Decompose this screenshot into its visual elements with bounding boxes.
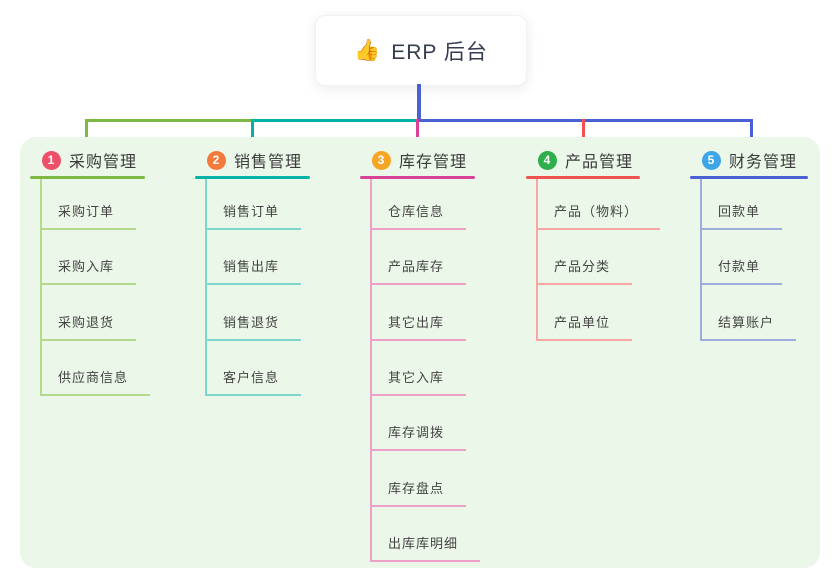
branch-sales-label: 销售管理: [234, 154, 303, 171]
child-item[interactable]: 销售出库: [205, 255, 302, 285]
connector-horizontal-3: [417, 119, 753, 122]
connector-horizontal-2: [251, 119, 419, 122]
child-item[interactable]: 产品分类: [536, 255, 633, 285]
branch-product-title[interactable]: 4 产品管理: [526, 147, 633, 173]
connector-drop-1: [85, 119, 88, 152]
connector-drop-5: [750, 119, 753, 152]
child-item[interactable]: 产品单位: [536, 311, 633, 341]
branch-product-underline: [526, 176, 640, 179]
badge-4: 4: [538, 150, 557, 170]
branch-sales-title[interactable]: 2 销售管理: [195, 147, 302, 173]
child-item[interactable]: 采购入库: [40, 255, 137, 285]
child-item[interactable]: 销售订单: [205, 200, 302, 230]
child-item[interactable]: 库存盘点: [370, 477, 467, 507]
child-item[interactable]: 结算账户: [700, 311, 797, 341]
branch-sales-underline: [195, 176, 310, 179]
branch-inventory-childline: [370, 179, 372, 562]
connector-drop-2: [251, 119, 254, 152]
child-item[interactable]: 产品（物料）: [536, 200, 661, 230]
child-item[interactable]: 回款单: [700, 200, 783, 230]
badge-2: 2: [207, 150, 226, 170]
branch-sales-childline: [205, 179, 207, 396]
branch-inventory-label: 库存管理: [399, 154, 468, 171]
child-item[interactable]: 销售退货: [205, 311, 302, 341]
branch-purchase-underline: [30, 176, 145, 179]
badge-1: 1: [42, 150, 61, 170]
child-item[interactable]: 其它入库: [370, 366, 467, 396]
branch-finance-childline: [700, 179, 702, 341]
child-item[interactable]: 采购订单: [40, 200, 137, 230]
child-item[interactable]: 采购退货: [40, 311, 137, 341]
root-node[interactable]: 👍 ERP 后台: [315, 15, 527, 86]
child-item[interactable]: 客户信息: [205, 366, 302, 396]
branches-panel: [20, 137, 820, 568]
connector-horizontal-1: [85, 119, 253, 122]
child-item[interactable]: 付款单: [700, 255, 783, 285]
child-item[interactable]: 出库库明细: [370, 532, 481, 562]
branch-product-childline: [536, 179, 538, 341]
connector-root-drop: [417, 84, 421, 122]
child-item[interactable]: 供应商信息: [40, 366, 151, 396]
branch-finance-underline: [690, 176, 808, 179]
child-item[interactable]: 库存调拨: [370, 421, 467, 451]
connector-drop-4: [582, 119, 585, 152]
branch-finance-title[interactable]: 5 财务管理: [690, 147, 797, 173]
thumbs-up-icon: 👍: [354, 38, 382, 62]
root-label: ERP 后台: [391, 40, 488, 64]
child-item[interactable]: 产品库存: [370, 255, 467, 285]
branch-purchase-label: 采购管理: [69, 154, 138, 171]
badge-3: 3: [372, 150, 391, 170]
badge-5: 5: [702, 150, 721, 170]
branch-product-label: 产品管理: [565, 154, 634, 171]
child-item[interactable]: 其它出库: [370, 311, 467, 341]
branch-inventory-title[interactable]: 3 库存管理: [360, 147, 467, 173]
branch-purchase-childline: [40, 179, 42, 396]
child-item[interactable]: 仓库信息: [370, 200, 467, 230]
branch-inventory-underline: [360, 176, 475, 179]
branch-finance-label: 财务管理: [729, 154, 798, 171]
connector-drop-3: [416, 119, 419, 152]
branch-purchase-title[interactable]: 1 采购管理: [30, 147, 137, 173]
